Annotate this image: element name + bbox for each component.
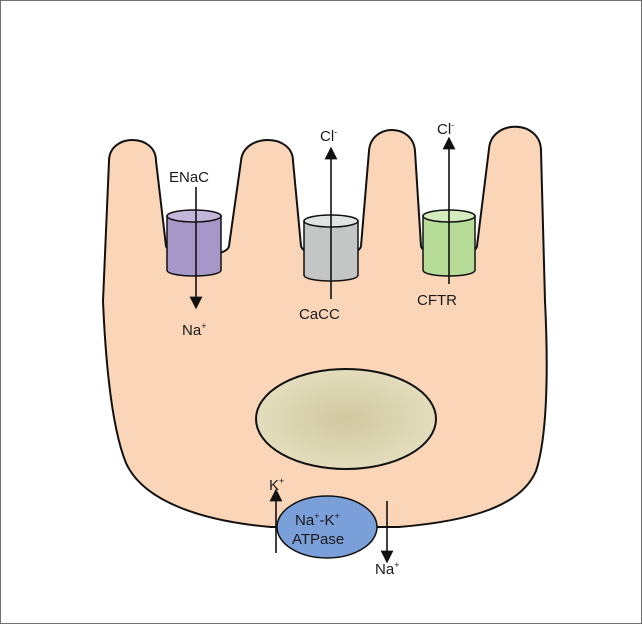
pump-label-line2: ATPase	[292, 531, 344, 548]
nucleus	[256, 369, 436, 469]
enac-channel	[167, 210, 221, 276]
cacc-ion-label: Cl-	[320, 127, 337, 145]
enac-label: ENaC	[169, 169, 209, 186]
cftr-ion-label: Cl-	[437, 120, 454, 138]
pump-na-label: Na+	[375, 560, 399, 578]
cftr-label: CFTR	[417, 292, 457, 309]
cacc-label: CaCC	[299, 306, 340, 323]
